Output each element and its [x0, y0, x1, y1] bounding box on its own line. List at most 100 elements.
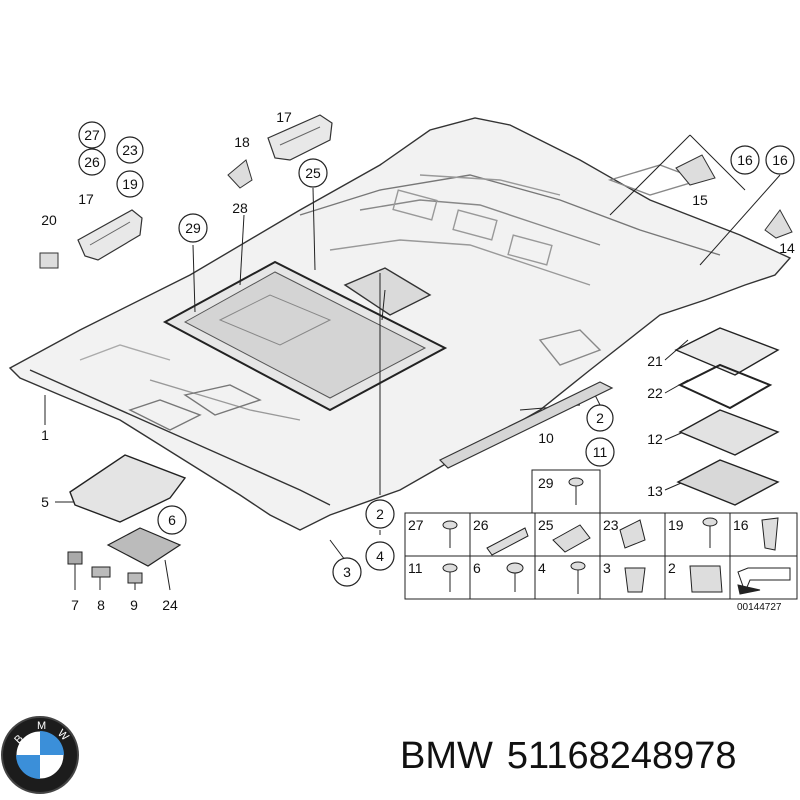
cell-3: 3	[603, 560, 611, 576]
screw-27	[442, 520, 458, 548]
callout-10: 10	[538, 430, 554, 446]
circle-27: 27	[78, 121, 106, 149]
screw-11	[442, 563, 458, 592]
svg-text:16: 16	[772, 152, 788, 168]
circle-3: 3	[332, 557, 362, 587]
callout-18: 18	[234, 134, 250, 150]
part-caption: BMW 51168248978	[400, 735, 790, 778]
callout-13: 13	[647, 483, 663, 499]
cell-19: 19	[668, 517, 684, 533]
callout-15: 15	[692, 192, 708, 208]
callout-24: 24	[162, 597, 178, 613]
bmw-logo: B M W	[1, 716, 79, 794]
callout-8: 8	[97, 597, 105, 613]
cover-18	[227, 159, 253, 189]
arrow-icon	[737, 567, 791, 595]
callout-21: 21	[647, 353, 663, 369]
bulb-7	[67, 551, 83, 565]
headliner-panel	[8, 117, 792, 531]
screw-19	[702, 517, 718, 548]
circle-16-b: 16	[765, 145, 795, 175]
callout-9: 9	[130, 597, 138, 613]
clip-2	[689, 565, 723, 593]
frame-22	[677, 363, 773, 410]
svg-text:6: 6	[168, 512, 176, 528]
cell-25: 25	[538, 517, 554, 533]
circle-25: 25	[298, 158, 328, 188]
callout-20: 20	[41, 212, 57, 228]
callout-12: 12	[647, 431, 663, 447]
roof-opening	[343, 267, 432, 316]
svg-text:2: 2	[596, 410, 604, 426]
part-number: 51168248978	[506, 735, 737, 777]
callout-17-front: 17	[78, 191, 94, 207]
svg-text:16: 16	[737, 152, 753, 168]
clip-25	[552, 524, 591, 553]
svg-text:11: 11	[593, 444, 608, 460]
fastener-glyphs	[442, 477, 791, 595]
grab-handle-17-front	[77, 209, 143, 261]
circled-callouts: 27 26 23 19 25 29 16 16 2 11 6 2 4 3	[78, 121, 795, 587]
svg-text:25: 25	[305, 165, 321, 181]
console-13	[676, 459, 780, 506]
cell-29: 29	[538, 475, 554, 491]
fastener-table-labels: 29 27 26 25 23 19 16 11 6 4 3 2	[408, 475, 749, 576]
clip-26	[486, 527, 529, 556]
circle-29: 29	[178, 213, 208, 243]
circle-16-a: 16	[730, 145, 760, 175]
circle-6: 6	[157, 505, 187, 535]
clip-9	[127, 572, 143, 584]
fastener-table	[404, 469, 798, 600]
light-housing-5	[69, 454, 187, 523]
cell-26: 26	[473, 517, 489, 533]
circle-26: 26	[78, 148, 106, 176]
svg-text:29: 29	[185, 220, 201, 236]
circle-11: 11	[585, 437, 615, 467]
cell-2: 2	[668, 560, 676, 576]
svg-text:M: M	[37, 720, 46, 732]
callout-17-rear: 17	[276, 109, 292, 125]
svg-text:3: 3	[343, 564, 351, 580]
callout-7: 7	[71, 597, 79, 613]
trim-strip-10	[438, 381, 614, 469]
screw-29	[568, 477, 584, 505]
svg-text:27: 27	[84, 127, 100, 143]
grab-handle-17-rear	[267, 114, 333, 161]
circle-2-b: 2	[365, 499, 395, 529]
cell-6: 6	[473, 560, 481, 576]
cell-4: 4	[538, 560, 546, 576]
callout-14: 14	[779, 240, 795, 256]
bracket-15	[675, 154, 716, 186]
cell-16: 16	[733, 517, 749, 533]
lamp-24	[106, 527, 182, 567]
callout-28: 28	[232, 200, 248, 216]
svg-text:19: 19	[122, 176, 138, 192]
cap-20	[39, 252, 59, 269]
svg-text:2: 2	[376, 506, 384, 522]
clip-16	[761, 517, 779, 551]
circle-2-a: 2	[586, 404, 614, 432]
screw-6	[506, 562, 524, 592]
bracket-14	[764, 209, 793, 239]
screw-4	[570, 561, 586, 594]
circle-4: 4	[365, 541, 395, 571]
callout-1: 1	[41, 427, 49, 443]
circle-19: 19	[116, 170, 144, 198]
nut-3	[624, 567, 646, 593]
svg-text:23: 23	[122, 142, 138, 158]
svg-text:4: 4	[376, 548, 384, 564]
cell-23: 23	[603, 517, 619, 533]
cell-27: 27	[408, 517, 424, 533]
circle-23: 23	[116, 136, 144, 164]
sunroof-frame	[162, 260, 448, 412]
lens-8	[91, 566, 111, 578]
callout-5: 5	[41, 494, 49, 510]
brand-label: BMW	[400, 735, 493, 777]
console-12	[678, 409, 780, 456]
clip-23	[619, 519, 646, 549]
svg-text:26: 26	[84, 154, 100, 170]
document-number: 00144727	[737, 602, 782, 613]
cell-11: 11	[408, 560, 423, 576]
plain-callouts: 1 5 7 8 9 24 10 12 13 21 22 14 15 17 17 …	[41, 109, 795, 613]
